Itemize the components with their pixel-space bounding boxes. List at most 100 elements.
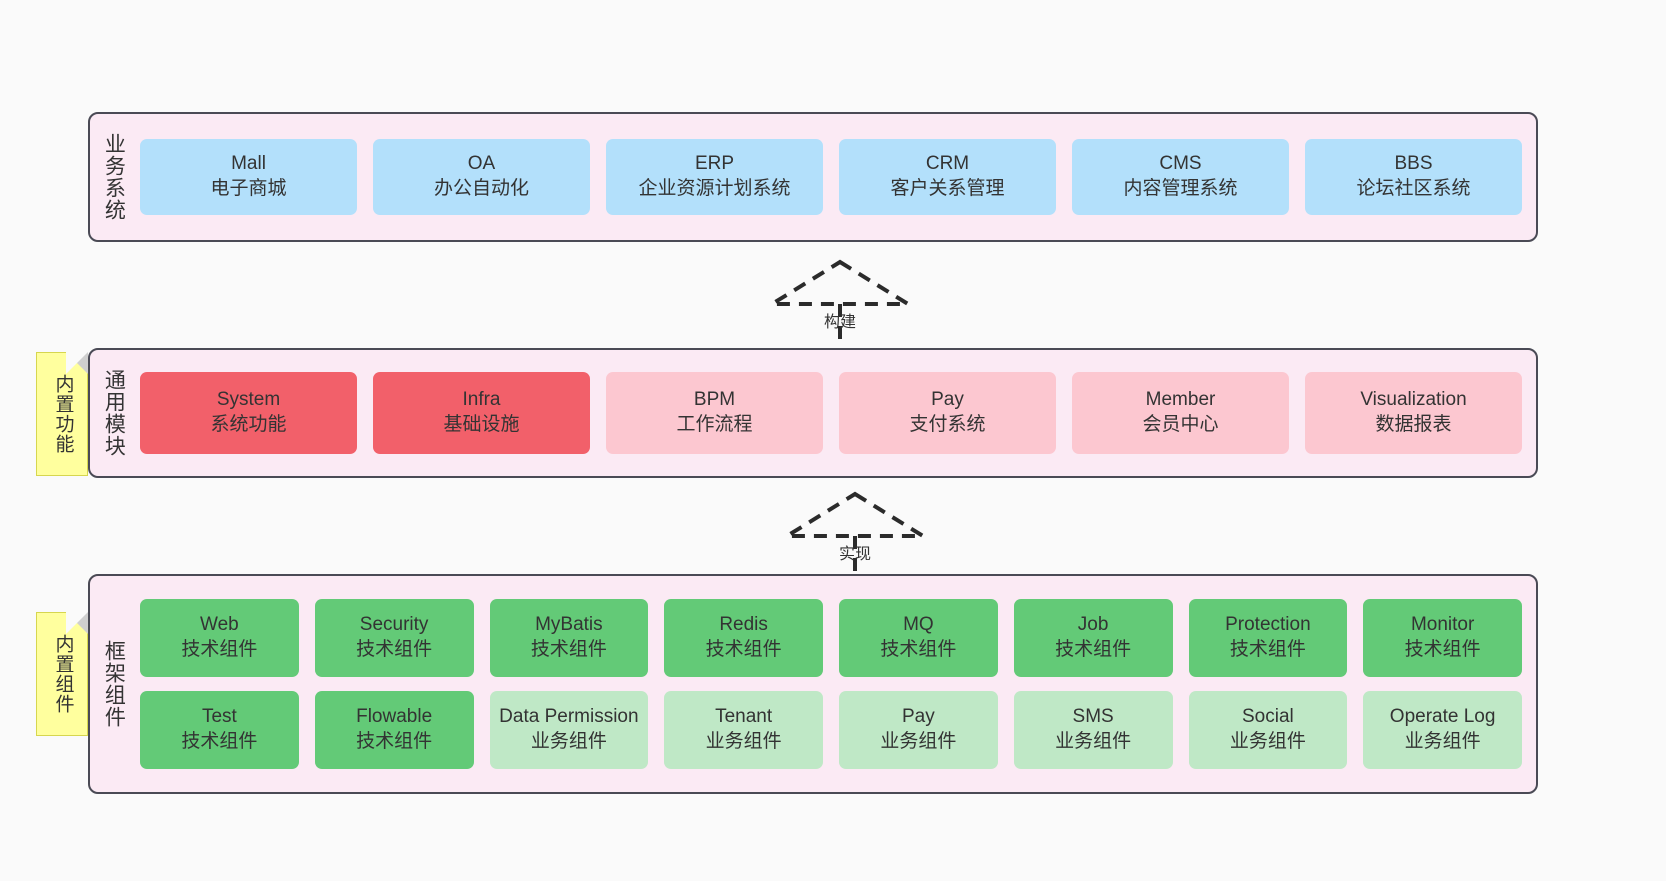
box-subtitle: 技术组件 [1404, 639, 1481, 660]
box-bbs[interactable]: BBS 论坛社区系统 [1305, 139, 1522, 215]
box-title: Pay [902, 706, 935, 728]
box-sms[interactable]: SMS 业务组件 [1013, 691, 1173, 769]
layer-row: System 系统功能 Infra 基础设施 BPM 工作流程 Pay 支付系统… [140, 372, 1522, 454]
box-visualization[interactable]: Visualization 数据报表 [1305, 372, 1522, 454]
box-subtitle: 支付系统 [909, 414, 986, 435]
box-title: Web [200, 614, 239, 636]
box-title: Monitor [1410, 614, 1475, 636]
box-subtitle: 业务组件 [1055, 731, 1132, 752]
layer-title-business: 业务系统 [102, 133, 126, 221]
box-subtitle: 论坛社区系统 [1356, 178, 1471, 199]
box-redis[interactable]: Redis 技术组件 [664, 599, 823, 677]
box-title: Social [1242, 706, 1294, 728]
note-label: 内置功能 [52, 374, 74, 454]
box-test[interactable]: Test 技术组件 [140, 691, 299, 769]
box-title: Visualization [1360, 389, 1467, 411]
box-title: CMS [1159, 153, 1202, 175]
layer-row: Test 技术组件 Flowable 技术组件 Data Permission … [140, 691, 1522, 769]
box-title: ERP [694, 153, 735, 175]
box-title: Job [1077, 614, 1109, 636]
box-subtitle: 电子商城 [210, 178, 287, 199]
box-oa[interactable]: OA 办公自动化 [373, 139, 590, 215]
layer-body-module: System 系统功能 Infra 基础设施 BPM 工作流程 Pay 支付系统… [136, 350, 1536, 476]
note-builtin-function[interactable]: 内置功能 [36, 352, 88, 476]
dashed-generalization-arrow-icon [764, 259, 916, 348]
box-title: Operate Log [1389, 706, 1496, 728]
box-mybatis[interactable]: MyBatis 技术组件 [489, 599, 649, 677]
box-subtitle: 内容管理系统 [1123, 178, 1238, 199]
connector-label: 构建 [823, 314, 857, 331]
box-tenant[interactable]: Tenant 业务组件 [664, 691, 823, 769]
layer-row: Mall 电子商城 OA 办公自动化 ERP 企业资源计划系统 CRM 客户关系… [140, 139, 1522, 215]
box-monitor[interactable]: Monitor 技术组件 [1363, 599, 1522, 677]
connector-build[interactable]: 构建 [760, 256, 920, 348]
box-title: Mall [231, 153, 266, 175]
layer-common-module[interactable]: 通用模块 System 系统功能 Infra 基础设施 BPM 工作流程 Pay… [88, 348, 1538, 478]
box-title: OA [467, 153, 496, 175]
box-mq[interactable]: MQ 技术组件 [839, 599, 998, 677]
box-title: Flowable [356, 706, 433, 728]
box-infra[interactable]: Infra 基础设施 [373, 372, 590, 454]
connector-label: 实现 [838, 546, 872, 563]
layer-title-framework: 框架组件 [102, 640, 126, 728]
layer-row: Web 技术组件 Security 技术组件 MyBatis 技术组件 Redi… [140, 599, 1522, 677]
box-pay-business[interactable]: Pay 业务组件 [839, 691, 998, 769]
box-web[interactable]: Web 技术组件 [140, 599, 299, 677]
box-erp[interactable]: ERP 企业资源计划系统 [606, 139, 823, 215]
box-subtitle: 业务组件 [530, 731, 607, 752]
box-crm[interactable]: CRM 客户关系管理 [839, 139, 1056, 215]
layer-body-business: Mall 电子商城 OA 办公自动化 ERP 企业资源计划系统 CRM 客户关系… [136, 114, 1536, 240]
box-subtitle: 会员中心 [1142, 414, 1219, 435]
box-cms[interactable]: CMS 内容管理系统 [1072, 139, 1289, 215]
box-subtitle: 基础设施 [443, 414, 520, 435]
box-subtitle: 客户关系管理 [890, 178, 1005, 199]
box-subtitle: 系统功能 [210, 414, 287, 435]
box-subtitle: 技术组件 [181, 639, 258, 660]
box-subtitle: 技术组件 [1229, 639, 1306, 660]
box-mall[interactable]: Mall 电子商城 [140, 139, 357, 215]
box-subtitle: 工作流程 [676, 414, 753, 435]
box-title: Data Permission [499, 706, 639, 728]
box-flowable[interactable]: Flowable 技术组件 [314, 691, 474, 769]
box-title: Pay [931, 389, 964, 411]
box-social[interactable]: Social 业务组件 [1188, 691, 1348, 769]
box-title: Infra [462, 389, 501, 411]
box-subtitle: 办公自动化 [433, 178, 529, 199]
layer-framework-component[interactable]: 框架组件 Web 技术组件 Security 技术组件 MyBatis 技术组件… [88, 574, 1538, 794]
box-title: Member [1145, 389, 1216, 411]
box-title: BBS [1394, 153, 1433, 175]
note-builtin-component[interactable]: 内置组件 [36, 612, 88, 736]
note-fold-icon [66, 612, 88, 634]
box-subtitle: 技术组件 [356, 731, 433, 752]
box-subtitle: 技术组件 [181, 731, 258, 752]
box-subtitle: 技术组件 [356, 639, 433, 660]
box-title: CRM [925, 153, 970, 175]
box-subtitle: 技术组件 [880, 639, 957, 660]
box-system[interactable]: System 系统功能 [140, 372, 357, 454]
layer-business-system[interactable]: 业务系统 Mall 电子商城 OA 办公自动化 ERP 企业资源计划系统 CRM… [88, 112, 1538, 242]
box-job[interactable]: Job 技术组件 [1013, 599, 1173, 677]
box-security[interactable]: Security 技术组件 [314, 599, 474, 677]
box-bpm[interactable]: BPM 工作流程 [606, 372, 823, 454]
box-protection[interactable]: Protection 技术组件 [1188, 599, 1348, 677]
box-title: Security [359, 614, 429, 636]
box-title: MyBatis [535, 614, 603, 636]
box-subtitle: 企业资源计划系统 [638, 178, 791, 199]
box-data-permission[interactable]: Data Permission 业务组件 [489, 691, 649, 769]
box-pay[interactable]: Pay 支付系统 [839, 372, 1056, 454]
box-operate-log[interactable]: Operate Log 业务组件 [1363, 691, 1522, 769]
dashed-generalization-arrow-icon [779, 491, 931, 580]
box-member[interactable]: Member 会员中心 [1072, 372, 1289, 454]
box-title: BPM [693, 389, 736, 411]
box-subtitle: 业务组件 [880, 731, 957, 752]
box-subtitle: 技术组件 [530, 639, 607, 660]
box-title: Protection [1225, 614, 1311, 636]
layer-title-module: 通用模块 [102, 369, 126, 457]
box-subtitle: 业务组件 [705, 731, 782, 752]
box-subtitle: 业务组件 [1229, 731, 1306, 752]
layer-body-framework: Web 技术组件 Security 技术组件 MyBatis 技术组件 Redi… [136, 576, 1536, 792]
connector-implement[interactable]: 实现 [775, 488, 935, 580]
box-title: Tenant [715, 706, 773, 728]
box-title: MQ [903, 614, 934, 636]
